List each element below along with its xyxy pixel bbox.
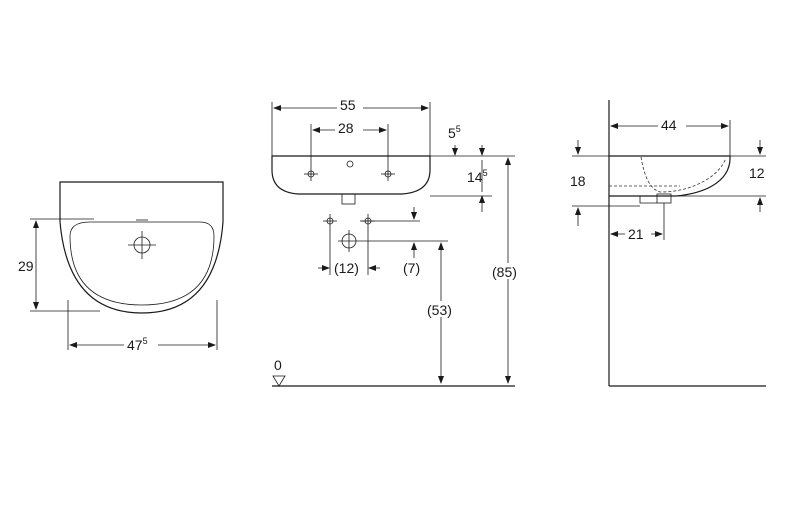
arrowhead [505, 376, 511, 384]
waste-offset-label: 21 [628, 226, 644, 242]
height-label: 29 [18, 258, 34, 274]
arrowhead [575, 147, 581, 155]
rim-height-label: (85) [492, 264, 517, 280]
overflow-hole [346, 160, 354, 168]
label-bg [124, 336, 158, 352]
floor-level-marker [272, 375, 286, 387]
label-bg [490, 263, 526, 279]
basin-profile-right [609, 155, 731, 197]
basin-bowl-front [69, 221, 215, 306]
arrowhead [312, 127, 320, 133]
basin-profile-side [271, 155, 431, 195]
arrowhead [655, 231, 663, 237]
arrowhead [273, 105, 281, 111]
waste-spigot [341, 193, 356, 205]
arrowhead [610, 231, 618, 237]
label-bg [425, 301, 461, 317]
floor-level-label: 0 [274, 357, 282, 373]
bracket-profile [639, 196, 657, 204]
tap-spacing-label: 28 [338, 120, 354, 136]
basin-outline-front [59, 181, 224, 314]
label-bg [625, 225, 651, 241]
tap-hole-right [381, 167, 395, 181]
arrowhead [411, 212, 417, 220]
arrowhead [610, 123, 618, 129]
width-label: 475 [127, 336, 148, 353]
arrowhead [452, 148, 458, 156]
arrowhead [505, 157, 511, 165]
bowl-hidden-line [640, 156, 727, 193]
label-bg [335, 119, 363, 135]
arrowhead [479, 195, 485, 203]
supply-point-left [323, 214, 337, 228]
arrowhead [721, 123, 729, 129]
bowl-depth-label: 145 [467, 168, 488, 185]
label-bg [337, 97, 363, 113]
side-view: 55 28 55 145 (12) [271, 97, 526, 387]
overall-width-label: 55 [340, 97, 356, 113]
tap-hole-left [304, 167, 318, 181]
waste-spacing-label: (12) [334, 260, 359, 276]
waste-drop-label: (7) [403, 260, 420, 276]
arrowhead [575, 207, 581, 215]
arrowhead [438, 242, 444, 250]
waste-height-label: (53) [427, 302, 452, 318]
arrowhead [757, 197, 763, 205]
rim-offset-label: 55 [448, 124, 461, 141]
arrowhead [479, 148, 485, 156]
waste-spigot-profile [656, 193, 672, 204]
arrowhead [33, 302, 39, 310]
front-view: 29 475 [18, 181, 224, 353]
arrowhead [421, 105, 429, 111]
arrowhead [379, 127, 387, 133]
label-bg [658, 116, 686, 132]
waste-point [338, 230, 360, 252]
projection-label: 44 [661, 117, 677, 133]
arrowhead [69, 342, 77, 348]
arrowhead [33, 220, 39, 228]
overflow-height-label: 18 [570, 173, 586, 189]
arrowhead [757, 147, 763, 155]
arrowhead [322, 265, 330, 271]
arrowhead [368, 265, 376, 271]
arrowhead [411, 242, 417, 250]
arrowhead [208, 342, 216, 348]
arrowhead [438, 376, 444, 384]
rim-depth-label: 12 [749, 165, 765, 181]
profile-view: 44 18 12 21 [570, 100, 766, 387]
